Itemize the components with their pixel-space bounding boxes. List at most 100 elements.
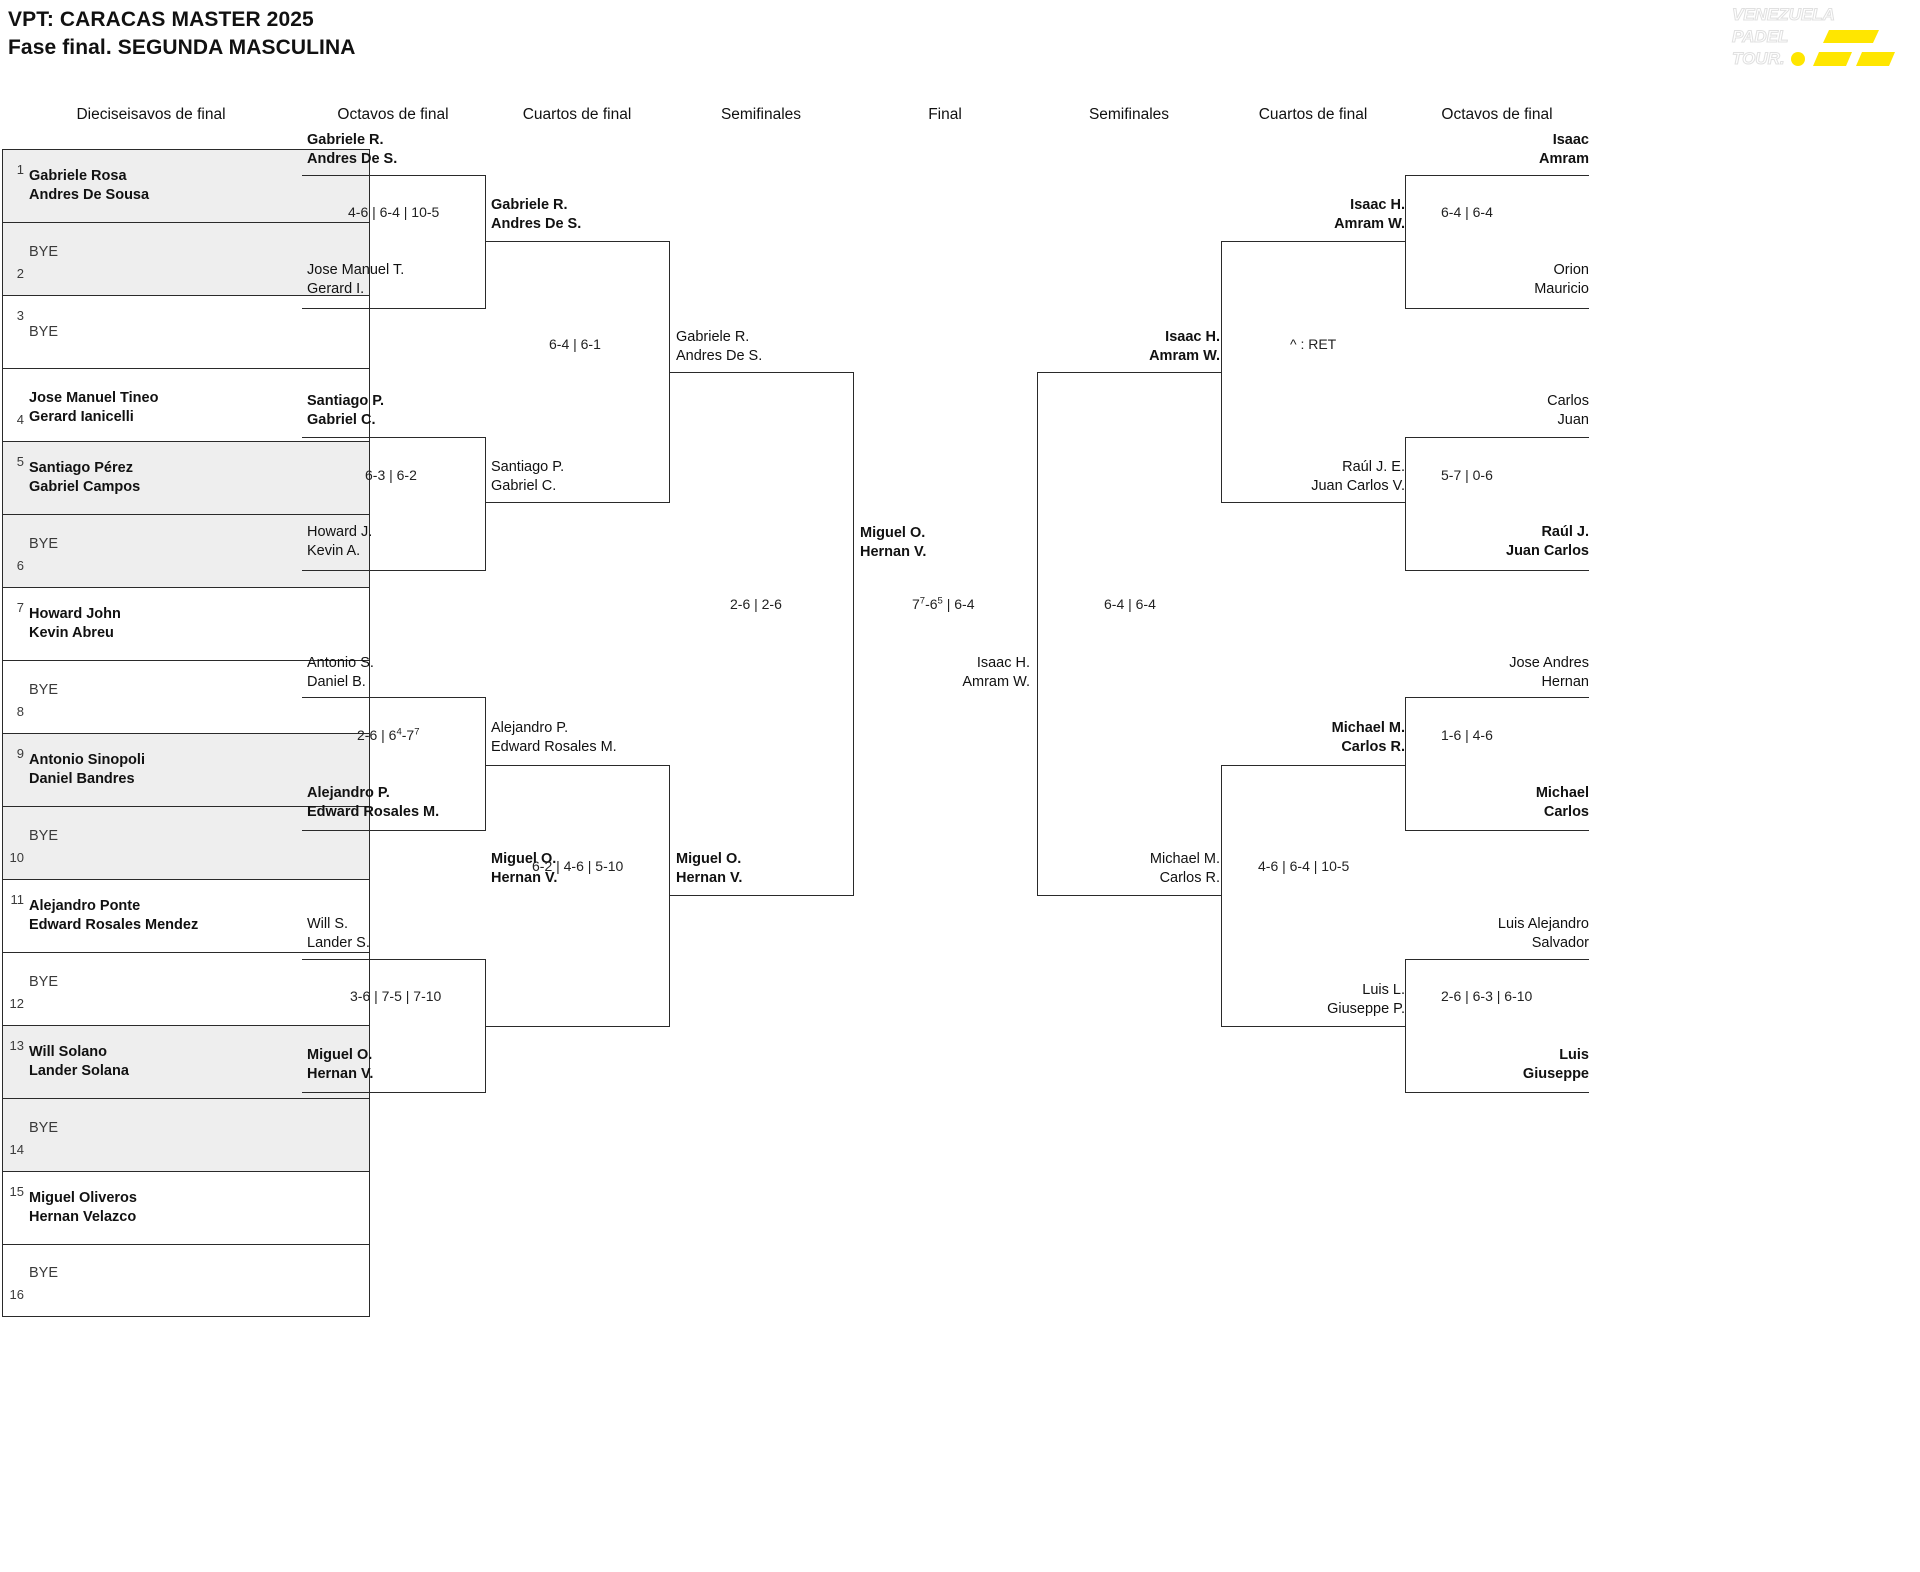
match-pair[interactable]: Isaac H.Amram W. [1334,197,1405,233]
seed-number: 3 [16,308,24,323]
round-header-cuartos-left: Cuartos de final [522,106,632,123]
bracket-connector [1405,437,1589,571]
match-pair[interactable]: Miguel O.Hernan V. [307,1047,374,1083]
match-pair[interactable]: Michael M.Carlos R. [1331,720,1405,756]
seed-number: 11 [10,892,25,907]
bracket-connector [302,175,486,309]
list-item[interactable]: 12 BYE [2,952,370,1025]
match-pair[interactable]: Antonio S.Daniel B. [307,655,374,691]
seed-number: 12 [9,996,24,1011]
seed-number: 2 [16,266,24,281]
match-pair[interactable]: Will S.Lander S. [307,916,370,952]
round-header-final: Final [928,106,962,123]
seed-number: 15 [9,1184,24,1199]
match-pair[interactable]: Isaac H.Amram W. [1149,329,1220,365]
match-pair[interactable]: Raúl J. E.Juan Carlos V. [1311,459,1405,495]
bracket-connector [1037,372,1221,896]
round-header-dieciseisavos-left: Dieciseisavos de final [76,106,226,123]
match-score: 4-6 | 6-4 | 10-5 [1258,858,1350,874]
svg-text:VENEZUELA: VENEZUELA [1732,5,1835,24]
final-winner-pair[interactable]: Miguel O.Hernan V. [860,525,927,561]
seed-names: BYE [29,1265,59,1282]
seed-names: BYE [29,535,59,552]
match-score: 6-4 | 6-1 [549,336,601,352]
match-pair[interactable]: Luis L.Giuseppe P. [1327,982,1405,1018]
match-pair[interactable]: Miguel O.Hernan V. [676,851,743,887]
match-pair[interactable]: Gabriele R.Andres De S. [307,132,398,168]
match-score: 6-2 | 4-6 | 5-10 [532,858,624,874]
seed-names: BYE [29,973,59,990]
match-pair[interactable]: Michael M.Carlos R. [1149,851,1220,887]
round-header-semifinales-right: Semifinales [1088,106,1170,123]
match-score: 4-6 | 6-4 | 10-5 [348,204,440,220]
tournament-phase: Fase final. SEGUNDA MASCULINA [8,35,356,59]
seed-number: 1 [16,162,24,177]
match-pair[interactable]: Miguel O.Hernan V. [491,851,558,887]
bracket-connector [1405,697,1589,831]
match-pair[interactable]: Santiago P.Gabriel C. [491,459,565,495]
seed-number: 10 [9,850,24,865]
match-score: 6-4 | 6-4 [1441,204,1493,220]
seed-names: BYE [29,1119,59,1136]
seed-names: BYE [29,681,59,698]
match-score: 5-7 | 0-6 [1441,467,1493,483]
bracket-connector [1221,241,1405,503]
match-score: 2-6 | 2-6 [730,596,782,612]
bracket-connector [486,765,670,1027]
match-score: ^ : RET [1290,336,1337,352]
match-score: 2-6 | 6-3 | 6-10 [1441,988,1533,1004]
match-pair[interactable]: Howard J.Kevin A. [307,524,373,560]
tournament-name: VPT: CARACAS MASTER 2025 [8,8,314,31]
round-header-octavos-right: Octavos de final [1441,106,1553,123]
match-pair[interactable]: Gabriele R.Andres De S. [676,329,763,365]
match-pair[interactable]: Jose Manuel T.Gerard I. [307,262,405,298]
round-header-semifinales-left: Semifinales [720,106,802,123]
list-item[interactable]: 10 BYE [2,806,370,879]
list-item[interactable]: 6 BYE [2,514,370,587]
seed-names: BYE [29,827,59,844]
seed-number: 13 [9,1038,24,1053]
svg-text:PADEL: PADEL [1732,27,1788,46]
match-score: 6-4 | 6-4 [1104,596,1156,612]
match-pair[interactable]: Gabriele R.Andres De S. [491,197,582,233]
venezuela-padel-tour-logo: VENEZUELA PADEL TOUR. [1716,2,1906,74]
match-pair[interactable]: Santiago P.Gabriel C. [307,393,385,429]
match-pair[interactable]: Alejandro P.Edward Rosales M. [307,785,440,821]
bracket-connector [302,959,486,1093]
seed-number: 14 [9,1142,24,1157]
seed-number: 7 [16,600,24,615]
seed-names: BYE [29,323,59,340]
list-item[interactable]: 14 BYE [2,1098,370,1171]
match-pair[interactable]: Alejandro P.Edward Rosales M. [491,720,617,756]
match-pair[interactable]: Raúl J.Juan Carlos [1506,524,1589,560]
final-loser-pair[interactable]: Isaac H.Amram W. [962,655,1030,691]
match-score: 1-6 | 4-6 [1441,727,1493,743]
seed-number: 6 [16,558,24,573]
seed-number: 9 [16,746,24,761]
